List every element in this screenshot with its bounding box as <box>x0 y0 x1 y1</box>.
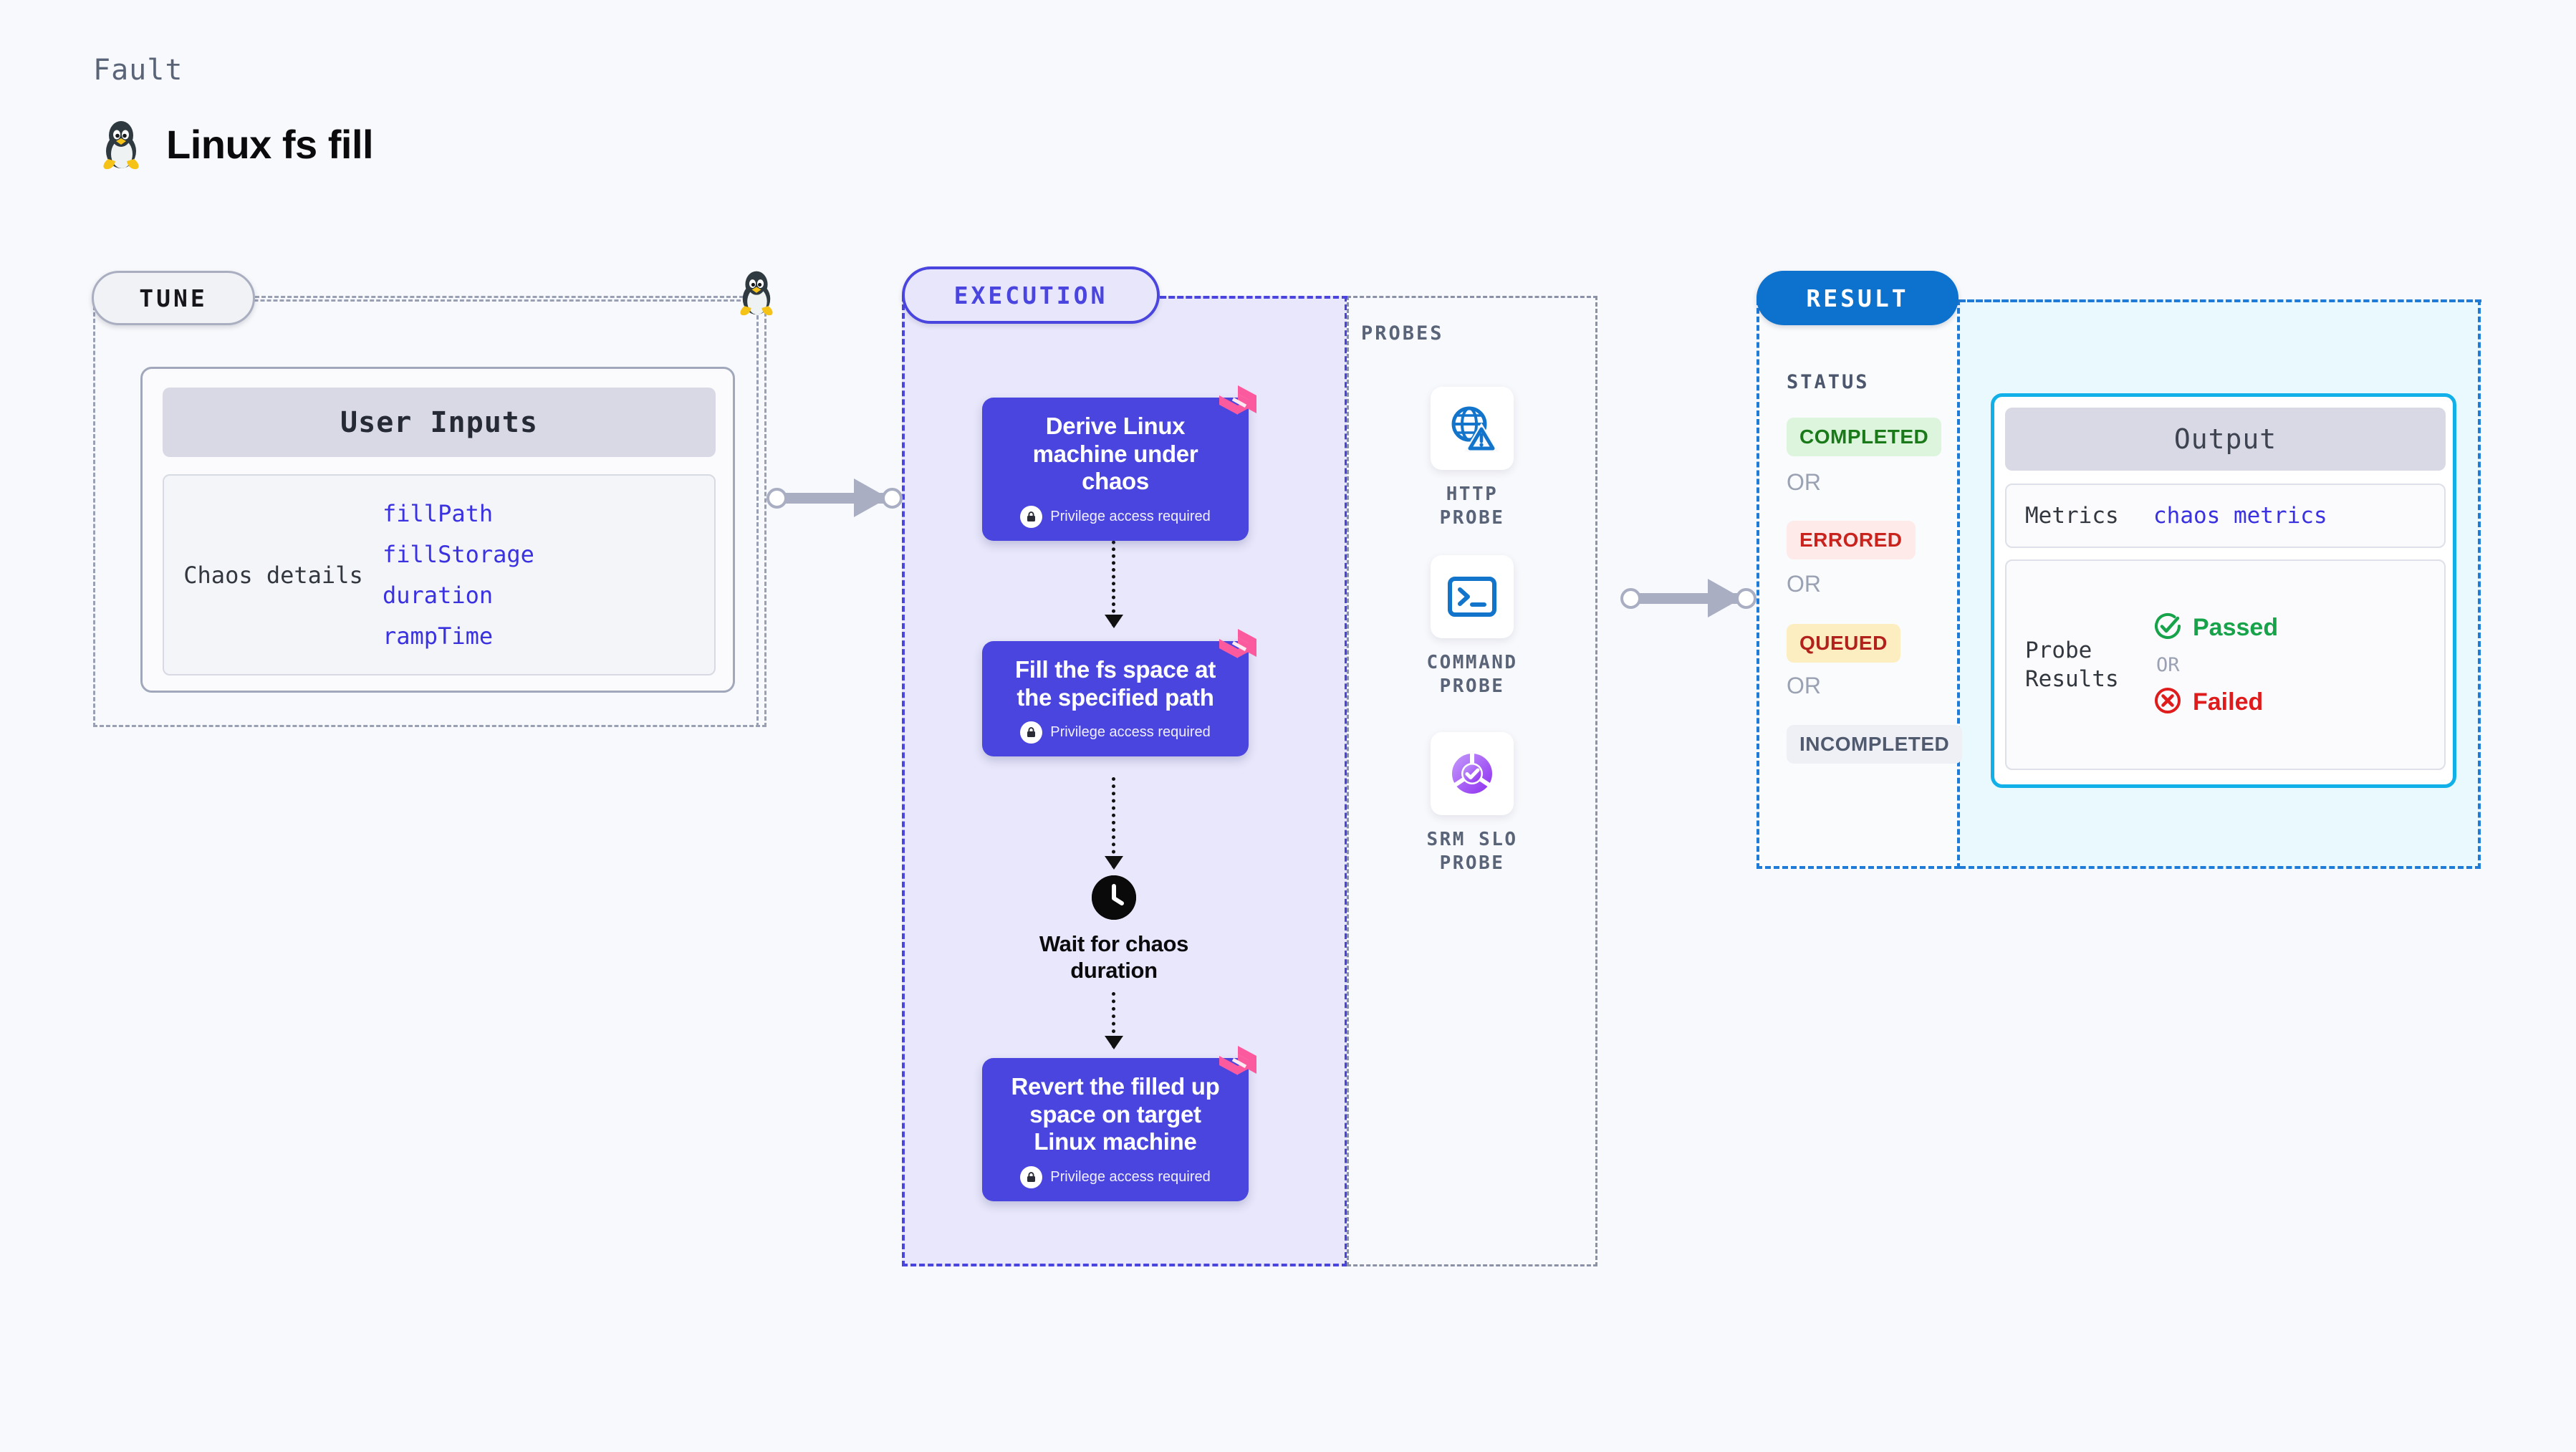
user-inputs-header: User Inputs <box>163 388 716 457</box>
connector-tune-to-execution <box>766 479 903 517</box>
chaos-input-fillpath[interactable]: fillPath <box>383 500 494 527</box>
execution-step-2-privilege-label: Privilege access required <box>1050 724 1211 741</box>
chaos-details-row: Chaos details fillPath fillStorage durat… <box>163 474 716 675</box>
chaos-input-fillstorage[interactable]: fillStorage <box>383 541 534 568</box>
clock-icon <box>1092 875 1136 920</box>
probe-label-srm-slo: SRM SLO PROBE <box>1426 829 1518 875</box>
execution-step-2[interactable]: Fill the fs space at the specified path … <box>982 629 1256 757</box>
output-probe-results-row: Probe Results Passed OR <box>2005 559 2446 770</box>
chaos-details-label: Chaos details <box>183 561 363 589</box>
probe-result-passed: Passed <box>2153 612 2278 644</box>
probes-title: PROBES <box>1361 322 1444 345</box>
execution-step-2-privilege: Privilege access required <box>996 721 1234 744</box>
page-kicker: Fault <box>93 54 183 87</box>
slo-donut-check-icon <box>1431 732 1514 815</box>
linux-penguin-node-icon <box>736 269 777 319</box>
probe-label-http: HTTP PROBE <box>1439 484 1505 529</box>
status-badge-incompleted: INCOMPLETED <box>1787 725 1963 764</box>
execution-badge[interactable]: EXECUTION <box>902 266 1160 324</box>
user-inputs-card: User Inputs Chaos details fillPath fillS… <box>140 367 735 693</box>
status-badge-queued: QUEUED <box>1787 624 1900 663</box>
execution-step-3-title: Revert the filled up space on target Lin… <box>1011 1073 1220 1155</box>
lock-icon <box>1020 505 1043 528</box>
output-probe-results-values: Passed OR Failed <box>2153 612 2278 718</box>
probe-label-command: COMMAND PROBE <box>1426 652 1518 698</box>
output-metrics-label: Metrics <box>2025 502 2119 529</box>
execution-step-3-privilege: Privilege access required <box>996 1165 1234 1188</box>
chaos-input-duration[interactable]: duration <box>383 582 494 609</box>
probe-item-command[interactable]: COMMAND PROBE <box>1410 555 1534 699</box>
execution-step-1-privilege: Privilege access required <box>996 505 1234 528</box>
probe-result-failed-label: Failed <box>2193 688 2264 716</box>
status-or-3: OR <box>1787 673 1821 698</box>
probe-result-passed-label: Passed <box>2193 613 2279 641</box>
execution-dashed-link <box>1160 296 1347 299</box>
connector-execution-to-result <box>1620 579 1756 617</box>
execution-step-3-privilege-label: Privilege access required <box>1050 1168 1211 1185</box>
status-or-1: OR <box>1787 469 1821 495</box>
output-metrics-value[interactable]: chaos metrics <box>2153 503 2327 529</box>
flow-arrow-1 <box>1105 534 1123 628</box>
status-title: STATUS <box>1787 371 1870 393</box>
globe-warning-icon <box>1431 387 1514 470</box>
result-status-region <box>1756 299 1960 869</box>
probe-result-failed: Failed <box>2153 686 2278 718</box>
tune-region <box>93 299 766 727</box>
status-badge-errored: ERRORED <box>1787 521 1916 559</box>
linux-penguin-icon <box>99 118 143 170</box>
probe-result-or: OR <box>2156 653 2180 676</box>
result-badge[interactable]: RESULT <box>1756 271 1959 325</box>
page-title: Linux fs fill <box>166 121 374 167</box>
result-dashed-link <box>1959 299 2481 302</box>
execution-step-2-title: Fill the fs space at the specified path <box>1014 656 1216 711</box>
chaos-input-ramptime[interactable]: rampTime <box>383 622 494 650</box>
tune-dashed-link-horizontal <box>255 296 756 298</box>
wait-for-chaos-duration-node: Wait for chaos duration <box>996 875 1232 984</box>
output-card-header: Output <box>2005 408 2446 471</box>
probe-item-http[interactable]: HTTP PROBE <box>1410 387 1534 531</box>
flow-arrow-3 <box>1105 992 1123 1049</box>
status-or-2: OR <box>1787 571 1821 597</box>
terminal-icon <box>1431 555 1514 638</box>
tune-dashed-link-vertical <box>756 296 759 727</box>
chaos-details-values: fillPath fillStorage duration rampTime <box>383 500 534 650</box>
lock-icon <box>1020 721 1043 744</box>
probe-item-srm-slo[interactable]: SRM SLO PROBE <box>1410 732 1534 876</box>
execution-step-1-privilege-label: Privilege access required <box>1050 508 1211 524</box>
output-metrics-row: Metrics chaos metrics <box>2005 484 2446 548</box>
status-badge-completed: COMPLETED <box>1787 418 1942 456</box>
wait-for-chaos-duration-label: Wait for chaos duration <box>1039 931 1189 984</box>
execution-step-3[interactable]: Revert the filled up space on target Lin… <box>982 1046 1256 1201</box>
lock-icon <box>1020 1165 1043 1188</box>
harness-logo-icon <box>1217 383 1259 425</box>
page-title-row: Linux fs fill <box>99 118 374 170</box>
harness-logo-icon <box>1217 627 1259 668</box>
execution-step-1[interactable]: Derive Linux machine under chaos Privile… <box>982 385 1256 541</box>
harness-logo-icon <box>1217 1044 1259 1085</box>
output-card: Output Metrics chaos metrics Probe Resul… <box>1991 393 2456 788</box>
tune-badge[interactable]: TUNE <box>92 271 255 325</box>
output-probe-results-label: Probe Results <box>2025 637 2119 692</box>
check-circle-icon <box>2153 612 2182 644</box>
x-circle-icon <box>2153 686 2182 718</box>
flow-arrow-2 <box>1105 777 1123 870</box>
execution-step-1-title: Derive Linux machine under chaos <box>1032 413 1198 495</box>
